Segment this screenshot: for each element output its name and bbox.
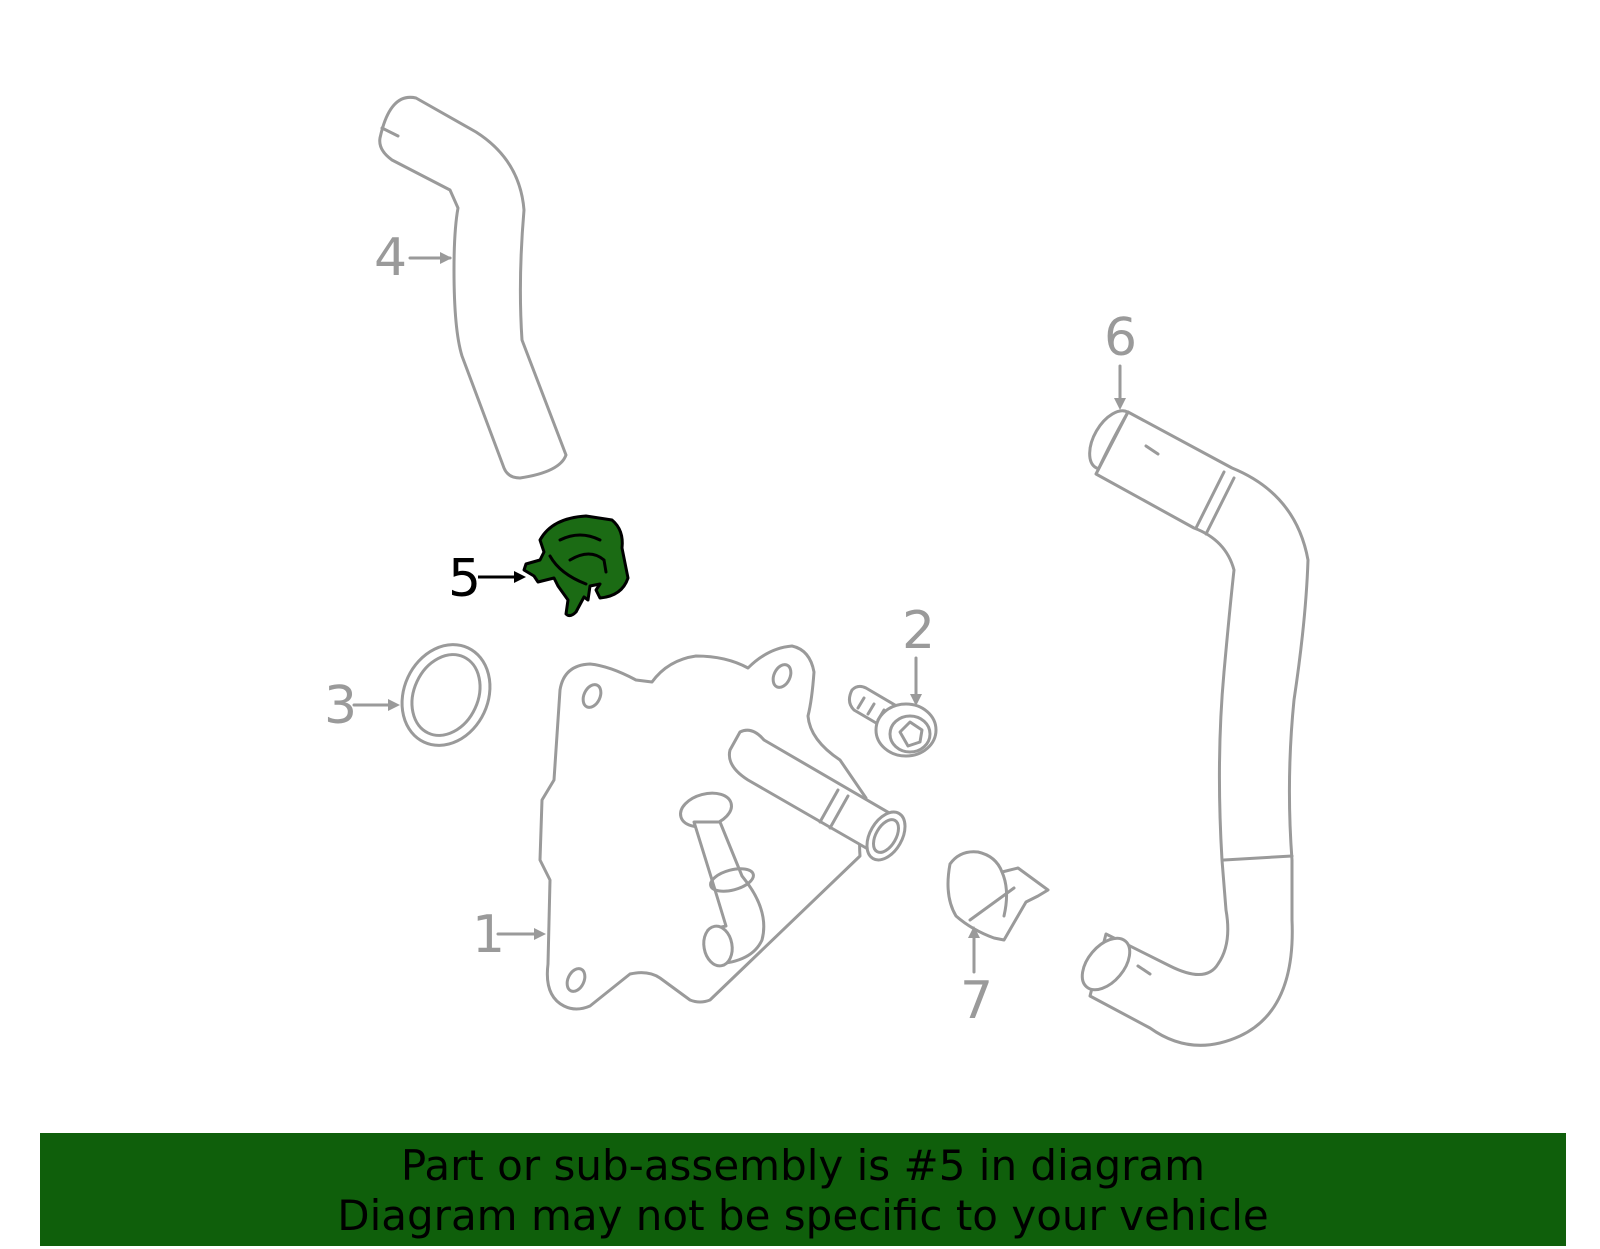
callout-5[interactable]: 5	[448, 549, 481, 609]
leader-arrows	[352, 252, 1126, 974]
part-4-hose[interactable]	[378, 95, 568, 480]
part-1-oil-cooler[interactable]	[538, 644, 913, 1011]
callout-6[interactable]: 6	[1104, 308, 1137, 368]
part-5-clamp[interactable]	[522, 514, 630, 618]
callout-1[interactable]: 1	[472, 905, 505, 965]
banner-line-1: Part or sub-assembly is #5 in diagram	[400, 1141, 1206, 1190]
callout-2[interactable]: 2	[902, 601, 935, 661]
part-7-clip[interactable]	[946, 850, 1050, 942]
callout-7[interactable]: 7	[960, 971, 993, 1031]
banner-line-2: Diagram may not be specific to your vehi…	[337, 1191, 1269, 1240]
part-3-o-ring[interactable]	[386, 630, 506, 760]
info-banner: Part or sub-assembly is #5 in diagram Di…	[40, 1133, 1566, 1246]
callout-3[interactable]: 3	[324, 676, 357, 736]
callout-4[interactable]: 4	[374, 228, 407, 288]
part-6-hose[interactable]	[1073, 403, 1310, 1047]
part-2-bolt[interactable]	[847, 684, 938, 758]
